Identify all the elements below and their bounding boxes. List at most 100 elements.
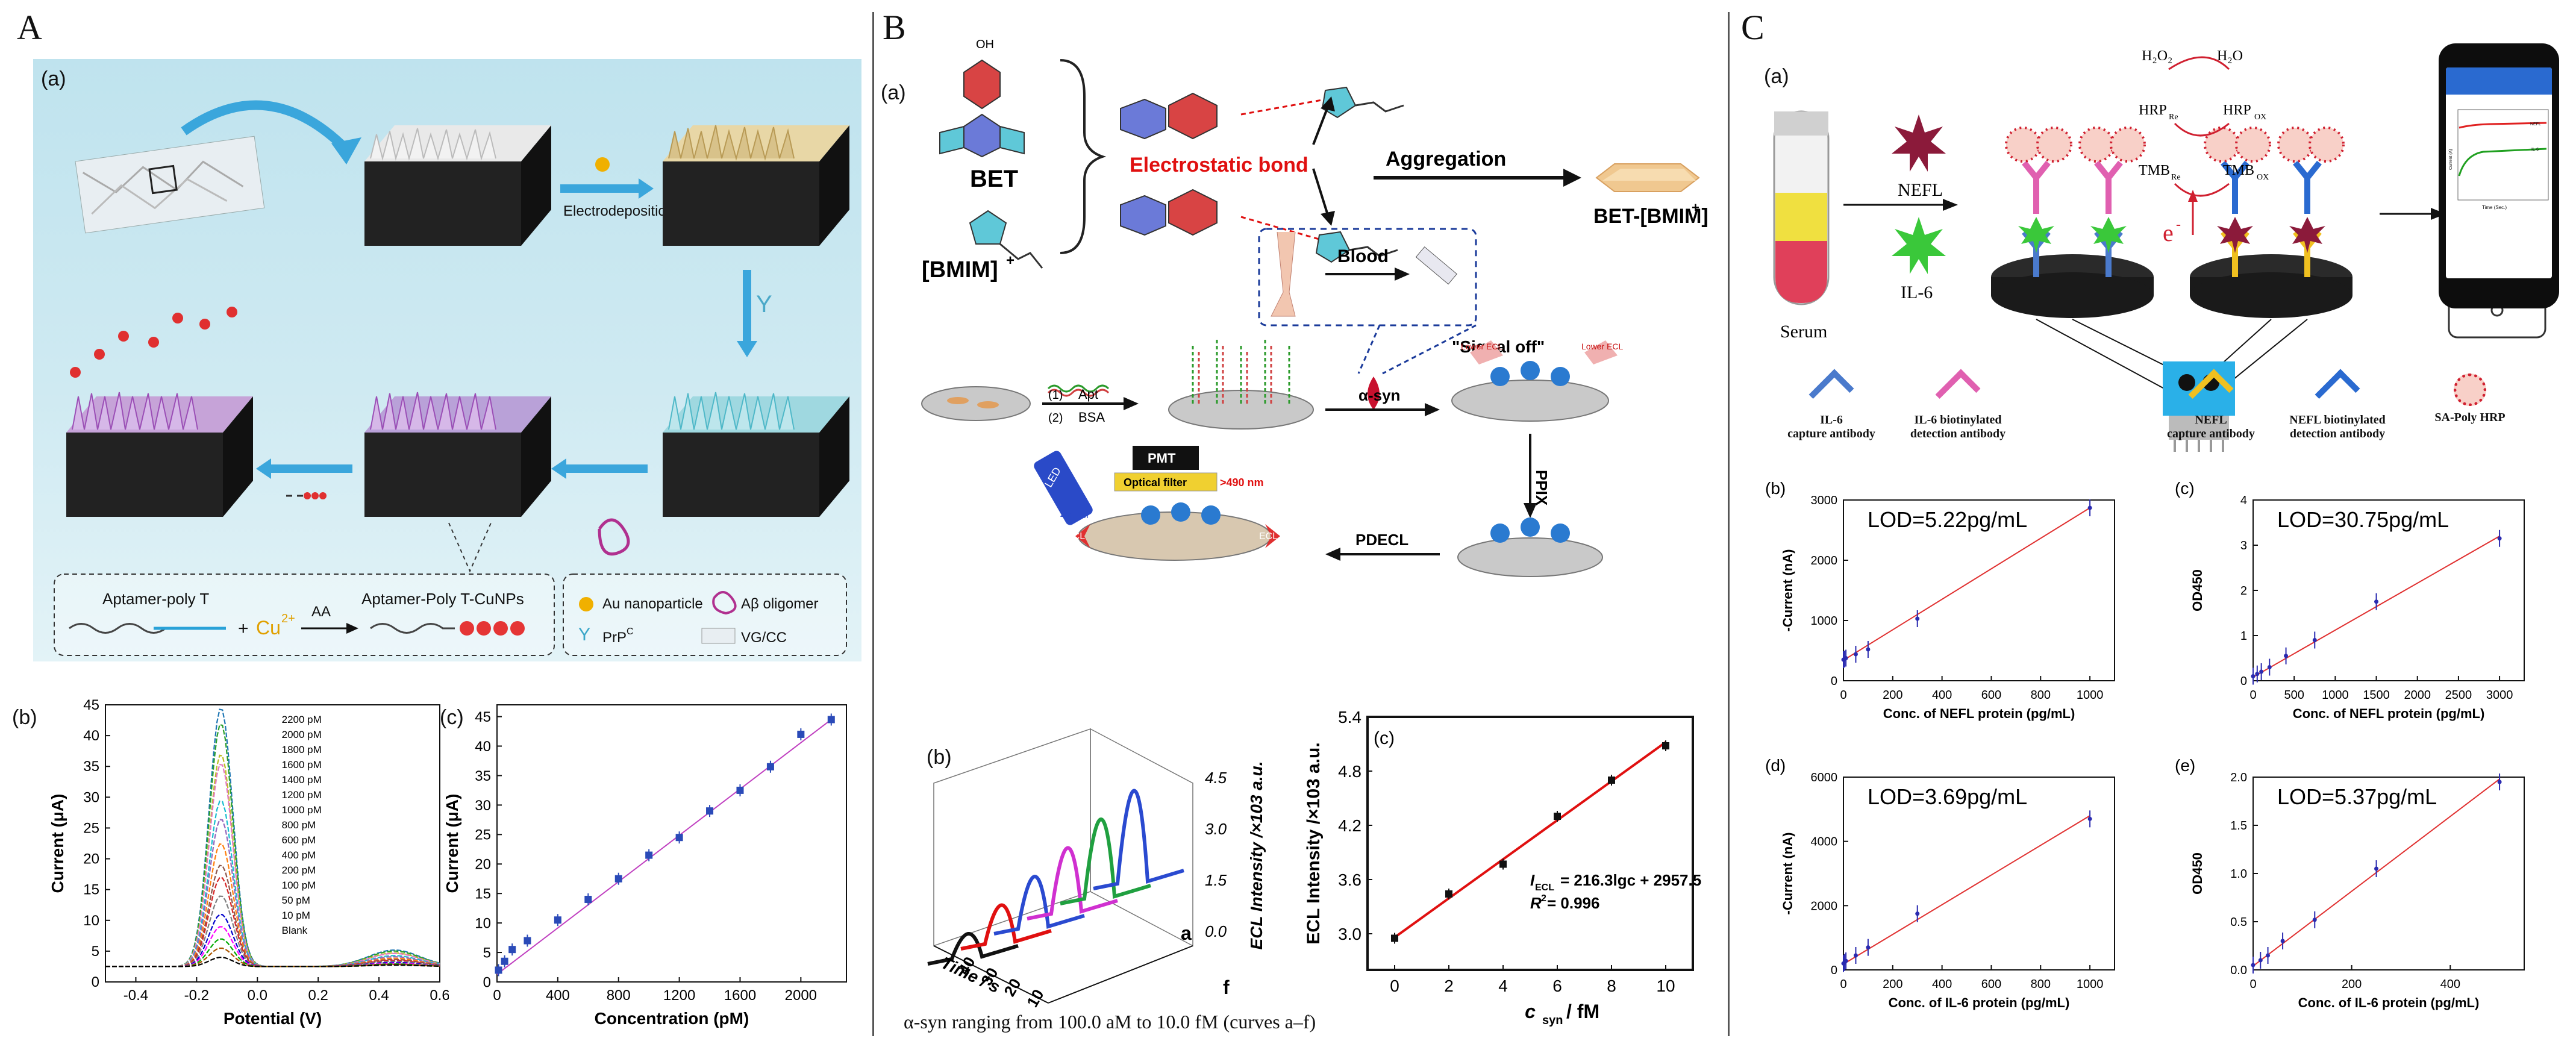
- data-point: [2259, 669, 2264, 674]
- data-point: [2284, 654, 2289, 658]
- data-point: [1445, 890, 1452, 898]
- curve-label-f: f: [1223, 977, 1230, 998]
- x-tick-label: 0: [2249, 689, 2256, 702]
- x-tick-label: 0: [1390, 977, 1399, 995]
- data-point: [2312, 917, 2317, 922]
- data-point: [1853, 953, 1858, 958]
- data-point: [1662, 742, 1669, 749]
- asyn-label-1: α-syn: [1358, 386, 1400, 404]
- ecl-curve: [993, 875, 1085, 936]
- panel-letter-c: C: [1741, 8, 1765, 47]
- data-point: [1866, 945, 1871, 950]
- legend-entry: 1800 pM: [282, 744, 322, 755]
- svg-text:Apt: Apt: [1078, 387, 1098, 402]
- smartphone: NEFL IL-6 Time (Sec.) Current (A): [2439, 43, 2559, 308]
- svg-text:VG/CC: VG/CC: [741, 630, 787, 646]
- data-point: [1499, 860, 1507, 868]
- svg-text:NEFL: NEFL: [2530, 122, 2541, 127]
- svg-text:PMT: PMT: [1148, 451, 1176, 466]
- svg-text:IL-6: IL-6: [2531, 148, 2539, 152]
- y-tick-label: 1.0: [2230, 867, 2247, 881]
- plot-frame: [496, 704, 847, 983]
- data-point: [1608, 777, 1615, 784]
- data-point: [1853, 652, 1858, 657]
- serum-label: Serum: [1780, 322, 1827, 342]
- legend-line-2: capture antibody: [2167, 427, 2255, 440]
- electrodeposition-label: Electrodeposition: [563, 203, 674, 219]
- x-tick-label: 500: [2284, 689, 2304, 702]
- data-point: [2374, 599, 2379, 604]
- data-point: [675, 834, 683, 842]
- x-tick-label: 200: [2342, 978, 2362, 991]
- bmim-label: [BMIM]: [922, 257, 998, 283]
- y-tick-label: 40: [475, 739, 491, 755]
- x-tick-label: 600: [1981, 689, 2001, 702]
- fit-line: [1843, 507, 2090, 661]
- legend-line-1: NEFL biotinylated: [2289, 413, 2386, 427]
- data-point: [1866, 647, 1871, 652]
- il6-label: IL-6: [1901, 283, 1933, 302]
- phone-screen: NEFL IL-6 Time (Sec.) Current (A): [2446, 67, 2552, 278]
- svg-text:C: C: [627, 627, 634, 637]
- y-tick-label: 1.5: [2230, 819, 2247, 833]
- bet-molecule: OH: [939, 38, 1025, 158]
- svg-text:e: e: [2163, 219, 2174, 246]
- y-tick-label: 3000: [1811, 494, 1838, 507]
- x-tick-label: 2500: [2445, 689, 2472, 702]
- x-tick-label: 200: [1883, 689, 1902, 702]
- phone-chart: NEFL IL-6 Time (Sec.) Current (A): [2449, 109, 2549, 210]
- y-axis-label: OD450: [2190, 569, 2205, 611]
- svg-text:HRP: HRP: [2139, 102, 2167, 118]
- subpanel-label-c-a: (a): [1764, 65, 1789, 88]
- divider-ab: [872, 12, 874, 1036]
- carbon-cloth: [75, 136, 265, 234]
- legend-line-2: detection antibody: [2289, 427, 2386, 440]
- svg-text:Aptamer-Poly T-CuNPs: Aptamer-Poly T-CuNPs: [361, 590, 524, 608]
- x-tick-label: 2000: [785, 987, 817, 1004]
- dpv-curve: [105, 754, 440, 967]
- schematic-b-graphic: OH BET [BMIM] +: [921, 38, 1708, 577]
- svg-text:Lower ECL: Lower ECL: [1581, 342, 1623, 351]
- subpanel-label-b-c: (c): [1374, 728, 1395, 748]
- y-tick-label: 1: [2240, 630, 2247, 643]
- y-tick-label: 2.0: [2230, 771, 2247, 784]
- equation-rest: = 216.3lgc + 2957.5: [1560, 871, 1701, 889]
- svg-text:OX: OX: [2257, 173, 2269, 182]
- svg-text:TMB: TMB: [2223, 163, 2254, 178]
- y-axis-label: OD450: [2190, 852, 2205, 895]
- aggregate-crystal: [1595, 163, 1700, 192]
- lod-annotation: LOD=3.69pg/mL: [1868, 784, 2027, 809]
- z-tick-label: 0.0: [1205, 922, 1227, 940]
- x-axis-sub: syn: [1542, 1014, 1563, 1027]
- y-tick-label: 2000: [1811, 554, 1838, 567]
- y-tick-label: 3: [2240, 539, 2247, 552]
- svg-text:Aptamer-poly T: Aptamer-poly T: [102, 590, 209, 608]
- ecl-curve: [960, 903, 1052, 951]
- y-tick-label: 3.0: [1338, 925, 1361, 943]
- y-tick-label: 40: [83, 728, 99, 744]
- lod-annotation: LOD=30.75pg/mL: [2277, 507, 2449, 532]
- data-point: [2266, 953, 2271, 958]
- x-tick-label: 200: [1883, 978, 1902, 991]
- z-tick-label: 3.0: [1205, 820, 1227, 838]
- data-point: [2497, 536, 2502, 541]
- x-tick-label: 0.4: [369, 987, 389, 1004]
- legend-entry: 100 pM: [282, 880, 316, 891]
- plot-frame: [105, 704, 440, 983]
- data-point: [2251, 963, 2256, 967]
- antibody-icon: [2188, 369, 2234, 414]
- svg-text:H₂O₂: H₂O₂: [2142, 48, 2172, 64]
- y-tick-label: 15: [475, 886, 491, 902]
- svg-text:HRP: HRP: [2223, 102, 2251, 118]
- y-axis-label: -Current (nA): [1780, 833, 1795, 915]
- dpv-curve: [105, 926, 440, 967]
- y-tick-label: 4.2: [1338, 816, 1361, 835]
- x-tick-label: 1000: [2077, 978, 2104, 991]
- subpanel-label-a-c: (c): [440, 706, 464, 729]
- time-tick-label: 10: [1023, 986, 1047, 1010]
- svg-text:Au nanoparticle: Au nanoparticle: [602, 596, 703, 612]
